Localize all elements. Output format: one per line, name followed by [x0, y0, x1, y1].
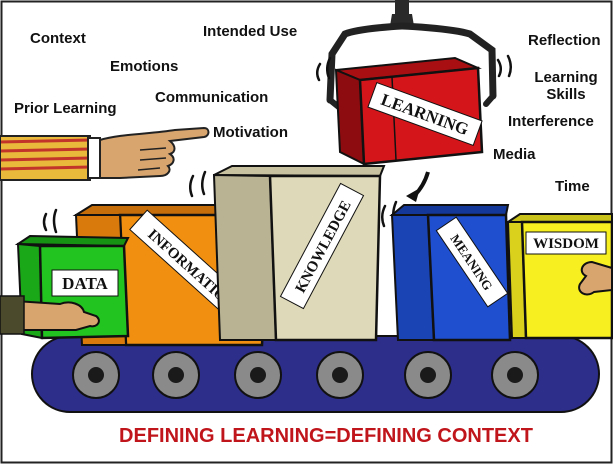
wisdom-box: WISDOM — [504, 213, 613, 340]
word-communication: Communication — [155, 89, 269, 106]
down-arrow-icon — [406, 171, 430, 202]
data-box-label: DATA — [62, 274, 108, 293]
word-prior-learning: Prior Learning — [14, 100, 117, 117]
crane-claw-icon — [326, 0, 497, 111]
word-media: Media — [493, 146, 536, 163]
word-time: Time — [555, 178, 590, 195]
word-context: Context — [30, 30, 86, 47]
meaning-box: MEANING — [389, 204, 512, 342]
data-box: DATA — [0, 234, 130, 340]
word-intended-use: Intended Use — [203, 23, 298, 40]
pointing-hand-icon — [0, 126, 210, 181]
word-emotions: Emotions — [110, 58, 179, 75]
learning-box: LEARNING — [334, 56, 484, 166]
conveyor-belt-icon — [31, 335, 600, 413]
wisdom-box-label: WISDOM — [533, 236, 599, 252]
word-motivation: Motivation — [213, 124, 288, 141]
word-interference: Interference — [508, 113, 594, 130]
knowledge-box: KNOWLEDGE — [212, 165, 386, 342]
caption: DEFINING LEARNING=DEFINING CONTEXT — [70, 418, 582, 454]
word-reflection: Reflection — [528, 32, 601, 49]
word-learning-skills: Learning Skills — [534, 69, 598, 103]
